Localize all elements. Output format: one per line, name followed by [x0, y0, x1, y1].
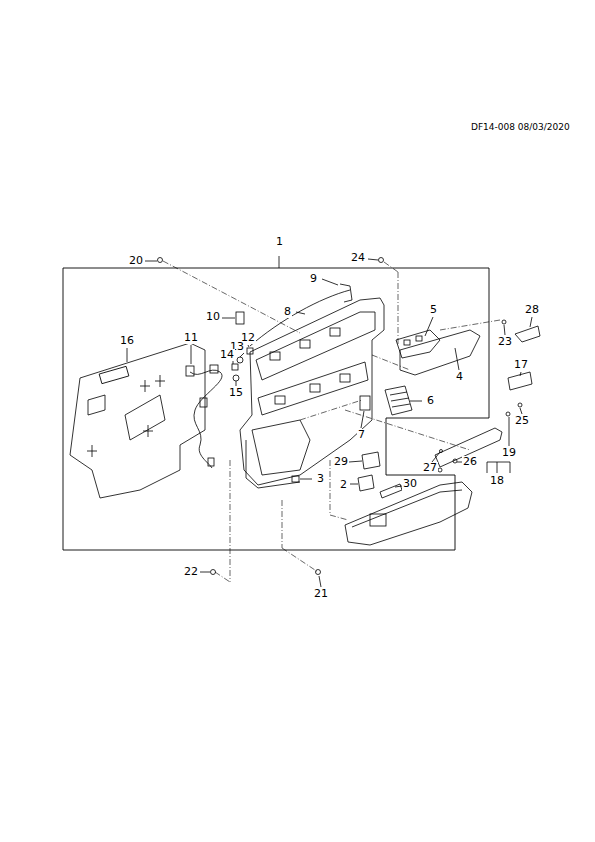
callout-number: 4 [455, 371, 464, 383]
callout-number: 22 [183, 566, 199, 578]
callout-number: 2 [339, 479, 348, 491]
callout-number: 3 [316, 473, 325, 485]
callout-number: 27 [422, 462, 438, 474]
callout-number: 26 [462, 456, 478, 468]
callout-number: 17 [513, 359, 529, 371]
callout-number: 5 [429, 304, 438, 316]
callout-number: 11 [183, 332, 199, 344]
frame-outline [63, 268, 489, 550]
callout-number: 24 [350, 252, 366, 264]
callout-number: 28 [524, 304, 540, 316]
callout-number: 30 [402, 478, 418, 490]
callout-number: 18 [489, 475, 505, 487]
callout-number: 8 [283, 306, 292, 318]
callout-number: 20 [128, 255, 144, 267]
callout-number: 23 [497, 336, 513, 348]
callout-number: 25 [514, 415, 530, 427]
callout-number: 6 [426, 395, 435, 407]
callout-number: 10 [205, 311, 221, 323]
callout-number: 15 [228, 387, 244, 399]
assembly-frame: 1 [63, 268, 489, 550]
callout-number: 14 [219, 349, 235, 361]
callout-number: 1 [275, 236, 284, 248]
callout-number: 29 [333, 456, 349, 468]
callout-number: 7 [357, 429, 366, 441]
callout-number: 21 [313, 588, 329, 600]
callout-number: 19 [501, 447, 517, 459]
callout-number: 9 [309, 273, 318, 285]
callout-number: 16 [119, 335, 135, 347]
drawing-reference: DF14-008 08/03/2020 [470, 122, 571, 132]
